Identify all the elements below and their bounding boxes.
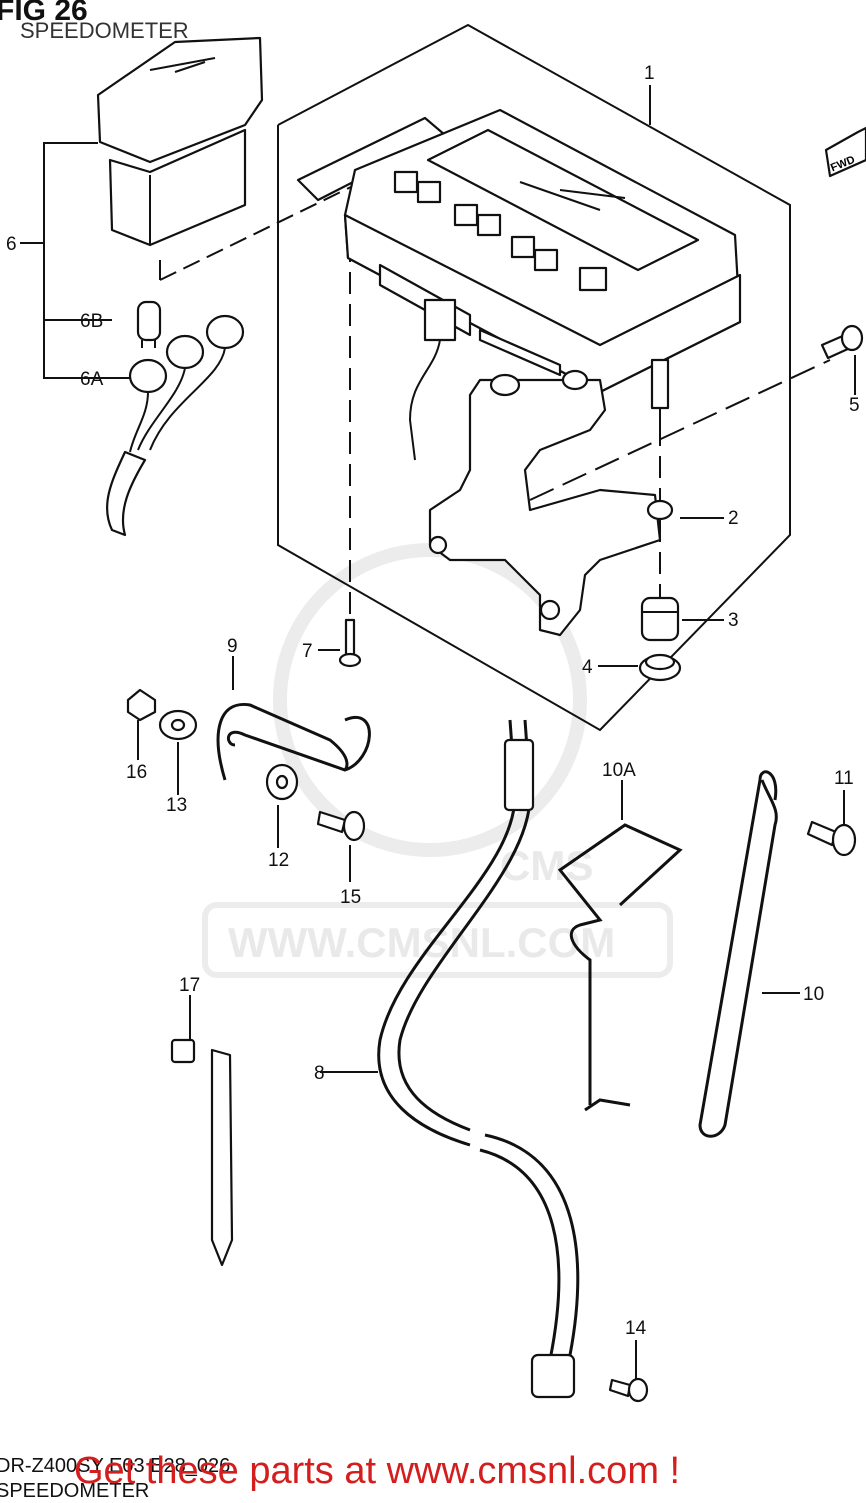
callout-6b: 6B [80, 311, 103, 332]
callout-6: 6 [6, 234, 17, 255]
cable-guide [557, 823, 683, 1112]
meter-cover [96, 36, 264, 247]
callout-12: 12 [268, 850, 289, 871]
nut [126, 688, 157, 722]
callout-14: 14 [625, 1318, 647, 1339]
collar [638, 653, 682, 682]
callout-10: 10 [803, 984, 824, 1005]
callout-3: 3 [728, 610, 739, 631]
callout-5: 5 [849, 395, 860, 416]
bolt-15 [316, 810, 366, 842]
mounting-bracket [428, 369, 674, 637]
callout-1: 1 [644, 63, 655, 84]
callout-11: 11 [834, 768, 854, 789]
callout-17: 17 [179, 975, 200, 996]
bulb-6b [136, 300, 162, 348]
callout-2: 2 [728, 508, 739, 529]
callout-15: 15 [340, 887, 361, 908]
callout-8: 8 [314, 1063, 325, 1084]
speedometer-unit [296, 108, 742, 461]
figure-subtitle: SPEEDOMETER [20, 18, 189, 43]
callout-16: 16 [126, 762, 147, 783]
callout-6a: 6A [80, 369, 104, 390]
socket-harness-6a [105, 314, 245, 537]
callout-labels: 1 2 3 4 5 6 6B 6A 7 8 9 10 10A 11 12 13 … [6, 63, 860, 1339]
promo-link[interactable]: Get these parts at www.cmsnl.com ! [74, 1450, 681, 1492]
clip-wire [216, 702, 371, 781]
callout-4: 4 [582, 657, 593, 678]
callout-9: 9 [227, 636, 238, 657]
model-code: DR-Z400SY E03 E28_026 [0, 1455, 231, 1477]
washer-12 [265, 763, 299, 801]
watermark-brand: CMS [500, 842, 593, 889]
leader-lines [137, 85, 856, 1380]
footer-section: SPEEDOMETER [0, 1480, 150, 1502]
callout-7: 7 [302, 641, 313, 662]
bolt-11 [806, 820, 857, 857]
speedometer-cable [377, 719, 580, 1399]
leader-6 [43, 142, 130, 379]
figure-title: FIG 26 [0, 0, 88, 27]
fwd-arrow-tag: FWD [824, 126, 866, 178]
screw-7 [338, 618, 362, 668]
washer-13 [158, 709, 198, 741]
callout-13: 13 [166, 795, 187, 816]
screw-5 [820, 324, 864, 360]
screw-14 [608, 1377, 649, 1403]
grommet [640, 596, 680, 642]
clamp-band [698, 770, 778, 1138]
assembly-frame [277, 23, 791, 732]
watermark: CMS WWW.CMSNL.COM [202, 543, 673, 978]
cable-tie [170, 1038, 234, 1267]
callout-10a: 10A [602, 760, 636, 781]
